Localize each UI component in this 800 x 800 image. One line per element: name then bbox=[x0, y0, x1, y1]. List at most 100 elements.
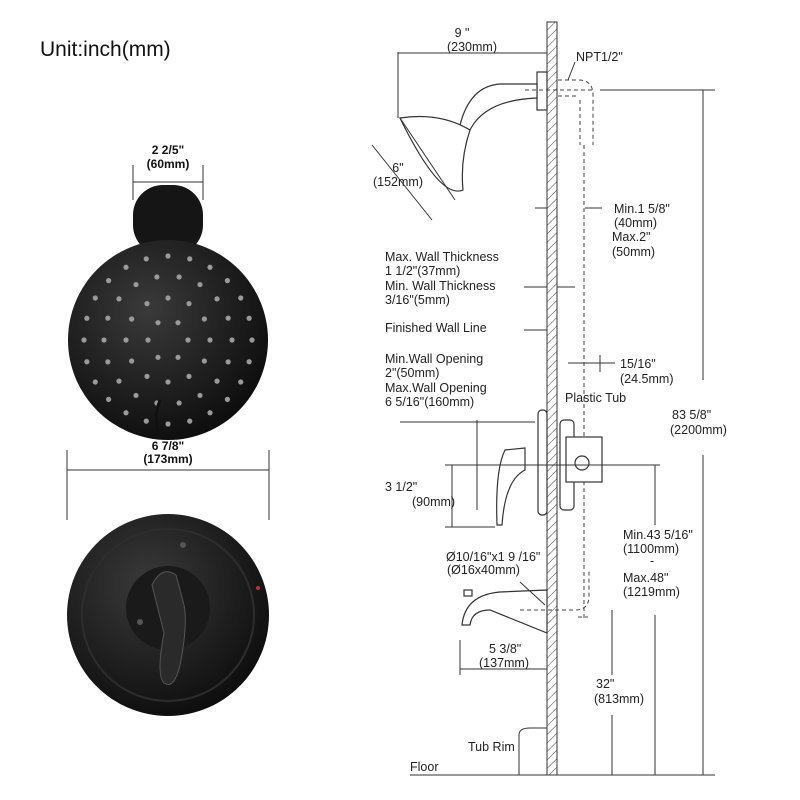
nozzle-dot bbox=[201, 316, 207, 322]
nozzle-dot bbox=[249, 337, 255, 343]
nozzle-dot bbox=[246, 315, 252, 321]
svg-text:Min.Wall Opening: Min.Wall Opening bbox=[385, 352, 483, 366]
nozzle-dot bbox=[155, 320, 161, 326]
nozzle-dot bbox=[105, 315, 111, 321]
nozzle-dot bbox=[187, 418, 193, 424]
svg-text:(60mm): (60mm) bbox=[147, 157, 190, 171]
trim-dimension: 6 7/8" (173mm) bbox=[66, 439, 270, 520]
svg-text:Floor: Floor bbox=[410, 760, 438, 774]
nozzle-dot bbox=[246, 359, 252, 365]
svg-text:32": 32" bbox=[596, 677, 614, 691]
nozzle-dot bbox=[133, 392, 139, 399]
nozzle-dot bbox=[165, 421, 171, 427]
nozzle-dot bbox=[106, 396, 112, 402]
nozzle-dot bbox=[197, 281, 203, 288]
svg-text:9 ": 9 " bbox=[455, 26, 470, 40]
head-diameter-dimension: 6" (152mm) bbox=[371, 144, 433, 221]
svg-text:Max.2": Max.2" bbox=[612, 230, 650, 244]
svg-text:(137mm): (137mm) bbox=[479, 656, 529, 670]
nozzle-dot bbox=[143, 256, 149, 262]
nozzle-dot bbox=[201, 358, 207, 364]
nozzle-dot bbox=[186, 301, 192, 307]
nozzle-dot bbox=[144, 373, 150, 379]
nozzle-dot bbox=[175, 320, 181, 326]
svg-text:(813mm): (813mm) bbox=[594, 692, 644, 706]
nozzle-dot bbox=[129, 316, 135, 322]
nozzle-dot bbox=[176, 400, 182, 406]
svg-text:(24.5mm): (24.5mm) bbox=[620, 372, 673, 386]
nozzle-dot bbox=[106, 278, 112, 284]
svg-text:Max.48": Max.48" bbox=[623, 571, 668, 585]
svg-text:3/16"(5mm): 3/16"(5mm) bbox=[385, 293, 450, 307]
svg-text:83 5/8": 83 5/8" bbox=[672, 408, 711, 422]
svg-text:6 5/16"(160mm): 6 5/16"(160mm) bbox=[385, 395, 474, 409]
tub-spout-side bbox=[459, 571, 590, 675]
nozzle-dot bbox=[224, 278, 230, 284]
nozzle-dot bbox=[207, 410, 213, 416]
nozzle-dot bbox=[238, 295, 244, 301]
svg-text:Max. Wall Thickness: Max. Wall Thickness bbox=[385, 250, 499, 264]
nozzle-dot bbox=[123, 337, 129, 343]
svg-text:Min.43 5/16": Min.43 5/16" bbox=[623, 528, 693, 542]
nozzle-dot bbox=[229, 337, 235, 343]
arm-reach-dimension: 9 " (230mm) bbox=[397, 26, 547, 118]
svg-text:(90mm): (90mm) bbox=[412, 495, 455, 509]
nozzle-dot bbox=[185, 337, 191, 343]
svg-text:2"(50mm): 2"(50mm) bbox=[385, 366, 439, 380]
svg-text:3 1/2": 3 1/2" bbox=[385, 480, 417, 494]
nozzle-dot bbox=[101, 337, 107, 343]
svg-text:(2200mm): (2200mm) bbox=[670, 423, 727, 437]
nozzle-dot bbox=[81, 337, 87, 343]
nozzle-dot bbox=[214, 296, 220, 302]
nozzle-dot bbox=[92, 379, 98, 385]
nozzle-dot bbox=[92, 295, 98, 301]
svg-text:Plastic Tub: Plastic Tub bbox=[565, 391, 626, 405]
svg-text:(Ø16x40mm): (Ø16x40mm) bbox=[447, 563, 520, 577]
shower-arm-side bbox=[399, 71, 595, 620]
nozzle-dot bbox=[84, 359, 90, 365]
tub-rim bbox=[518, 727, 547, 775]
nozzle-dot bbox=[165, 295, 171, 301]
nozzle-dot bbox=[165, 253, 171, 259]
svg-text:(50mm): (50mm) bbox=[612, 245, 655, 259]
svg-text:(152mm): (152mm) bbox=[373, 175, 423, 189]
nozzle-dot bbox=[225, 315, 231, 321]
nozzle-dot bbox=[129, 358, 135, 364]
trim-plate-front bbox=[67, 514, 269, 716]
nozzle-dot bbox=[225, 359, 231, 365]
nozzle-dot bbox=[144, 301, 150, 307]
svg-text:NPT1/2": NPT1/2" bbox=[576, 50, 623, 64]
nozzle-dot bbox=[84, 315, 90, 321]
valve-side bbox=[400, 409, 660, 528]
nozzle-dot bbox=[186, 373, 192, 379]
nozzle-dot bbox=[238, 379, 244, 385]
svg-text:(1219mm): (1219mm) bbox=[623, 585, 680, 599]
svg-text:(1100mm): (1100mm) bbox=[623, 542, 679, 556]
nozzle-dot bbox=[176, 274, 182, 280]
nozzle-dot bbox=[154, 274, 160, 280]
shower-head-front bbox=[68, 185, 268, 440]
nozzle-dot bbox=[105, 359, 111, 365]
svg-text:Ø10/16"x1 9 /16": Ø10/16"x1 9 /16" bbox=[446, 550, 540, 564]
svg-text:6 7/8": 6 7/8" bbox=[152, 439, 184, 453]
nozzle-dot bbox=[207, 337, 213, 343]
nozzle-dot bbox=[116, 296, 122, 302]
nozzle-dot bbox=[143, 418, 149, 424]
nozzle-dot bbox=[175, 354, 181, 360]
nozzle-dot bbox=[224, 396, 230, 402]
nozzle-dot bbox=[123, 264, 129, 270]
head-width-dimension: 2 2/5" (60mm) bbox=[132, 143, 204, 200]
nozzle-dot bbox=[214, 378, 220, 384]
svg-text:Max.Wall Opening: Max.Wall Opening bbox=[385, 381, 487, 395]
nozzle-dot bbox=[133, 281, 139, 288]
nozzle-dot bbox=[145, 337, 151, 343]
svg-text:Min.1 5/8": Min.1 5/8" bbox=[614, 202, 670, 216]
svg-text:5 3/8": 5 3/8" bbox=[489, 642, 521, 656]
svg-text:(40mm): (40mm) bbox=[614, 216, 657, 230]
nozzle-dot bbox=[116, 378, 122, 384]
svg-text:6": 6" bbox=[392, 161, 403, 175]
svg-text:Tub Rim: Tub Rim bbox=[468, 740, 515, 754]
nozzle-dot bbox=[197, 392, 203, 399]
svg-text:1 1/2"(37mm): 1 1/2"(37mm) bbox=[385, 264, 460, 278]
